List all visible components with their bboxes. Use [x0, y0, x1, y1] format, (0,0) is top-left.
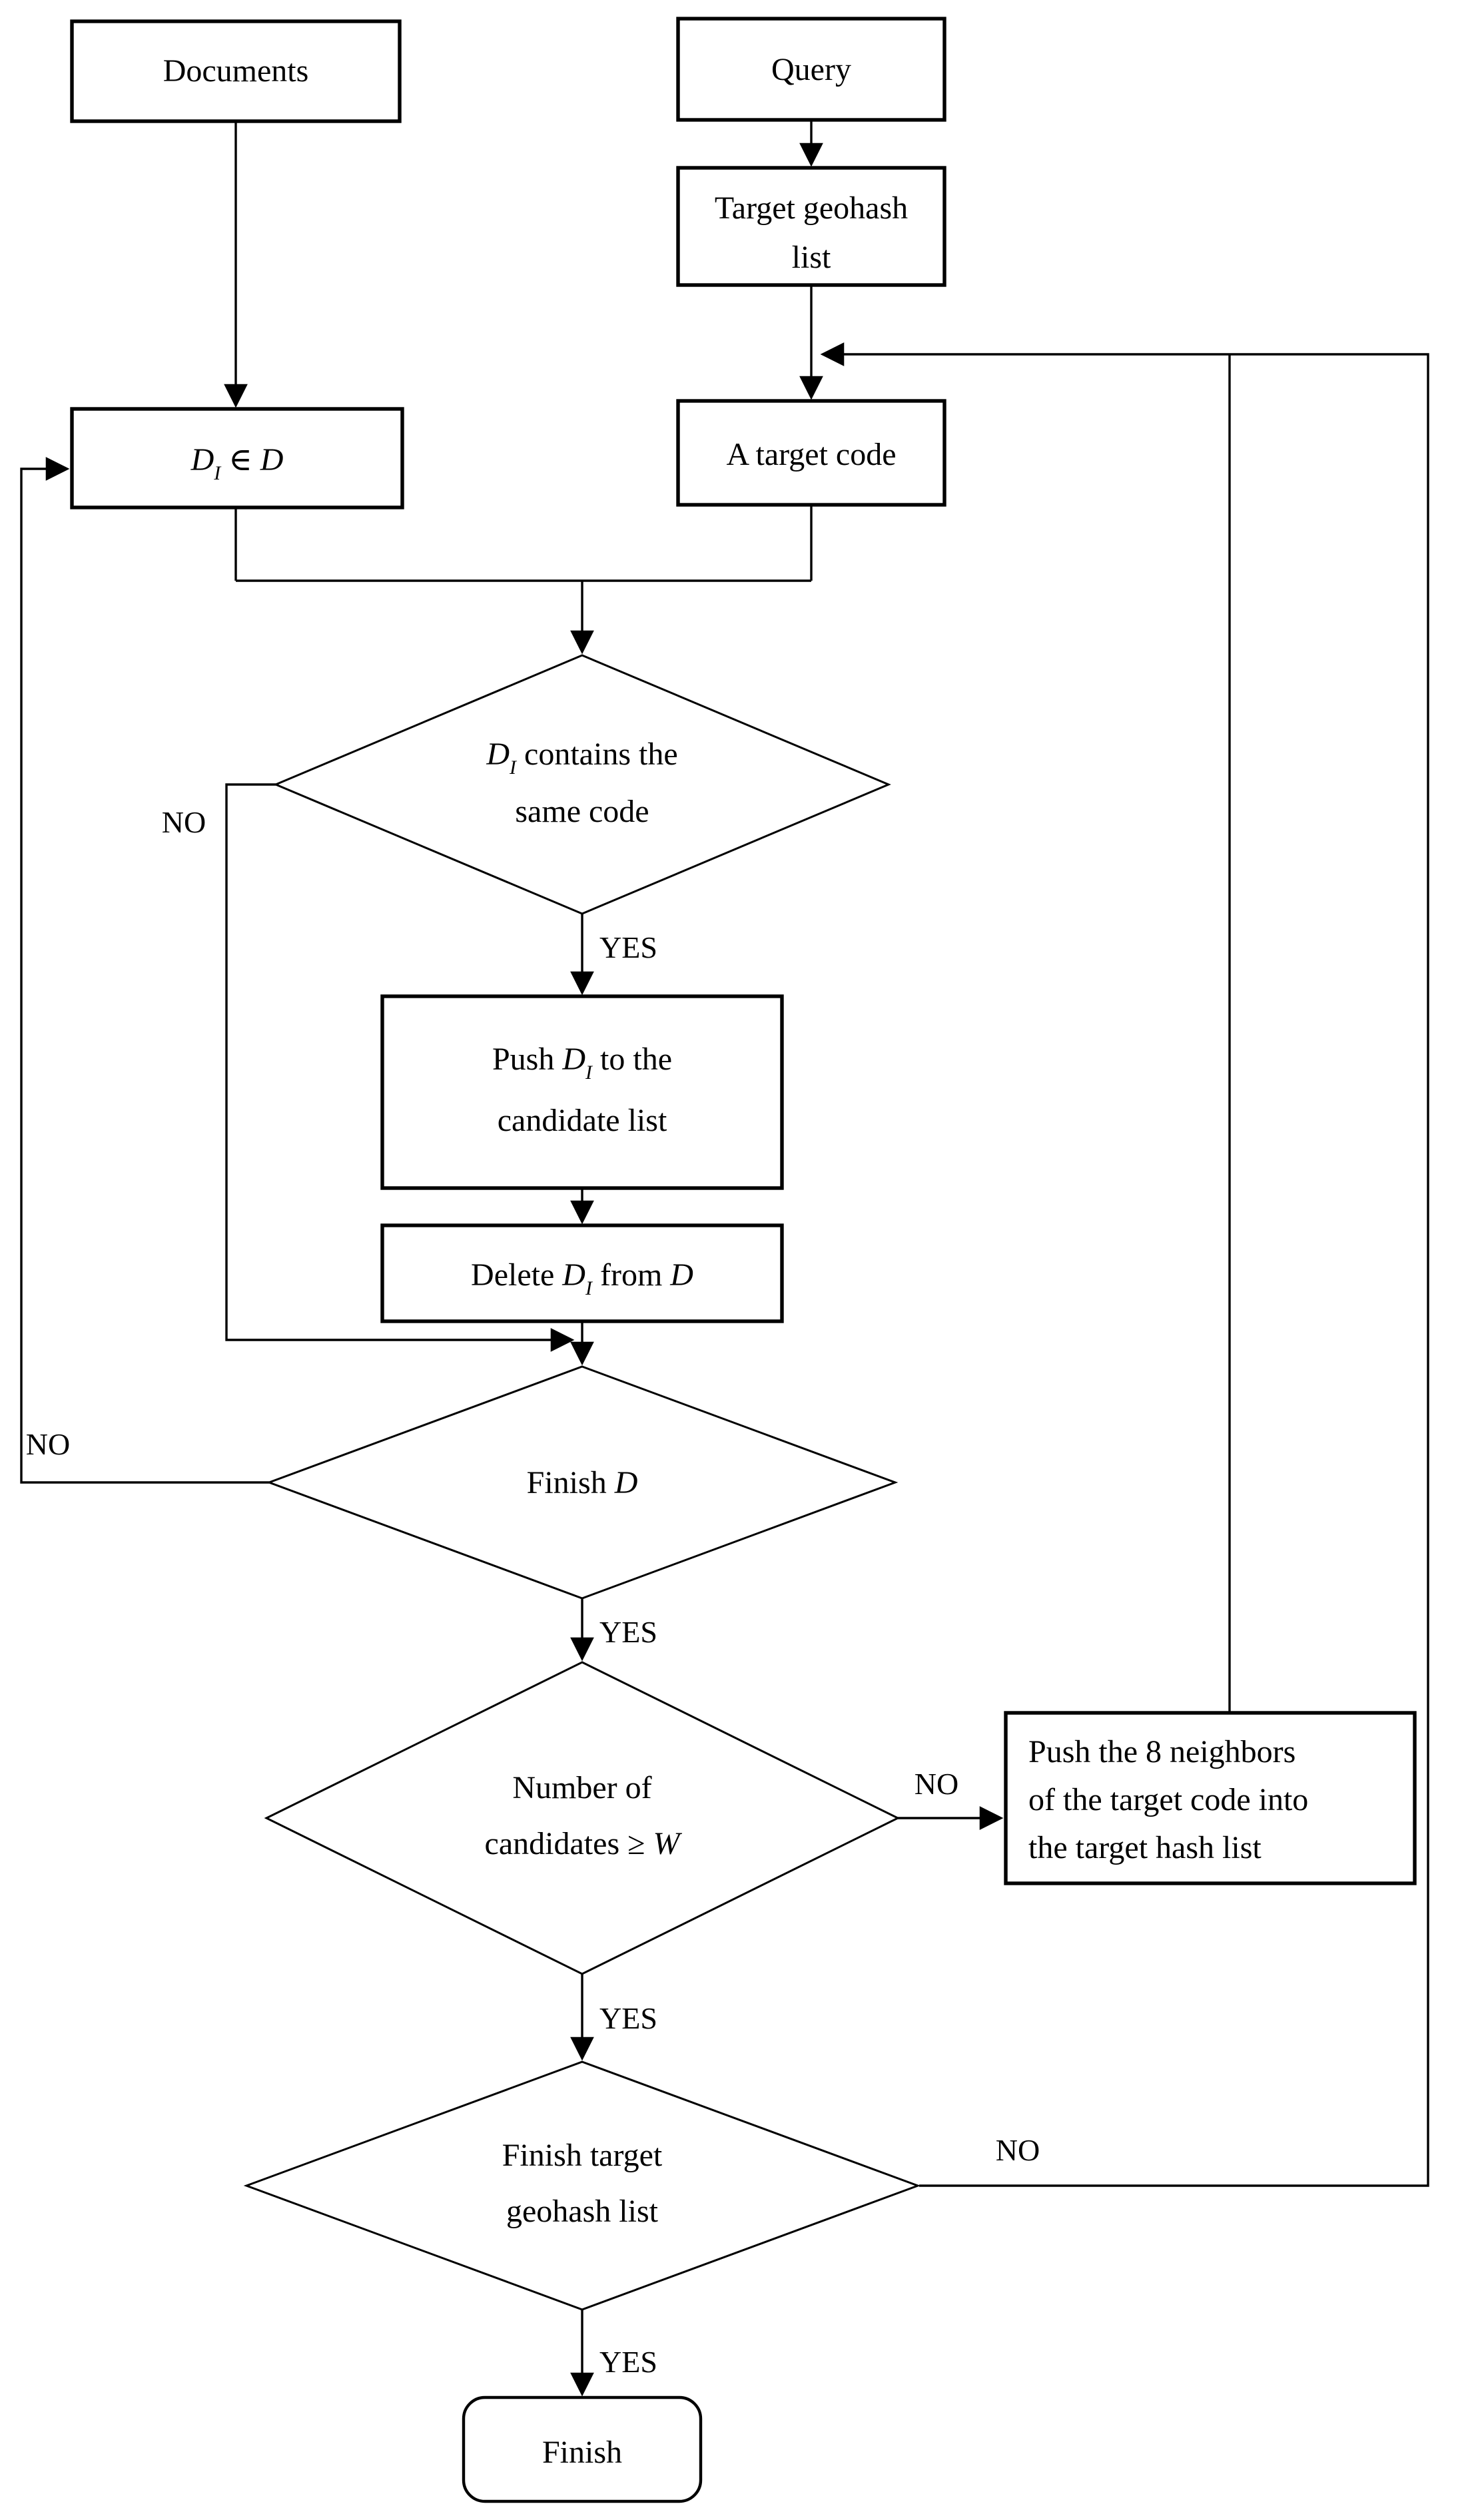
node-di-in-d: DI ∈ D	[70, 407, 404, 509]
query-box-shape	[676, 17, 946, 122]
delete-di-label-run: D	[561, 1257, 585, 1293]
di-in-d-label-run: I	[213, 462, 222, 484]
a-target-code-box-shape	[676, 399, 946, 507]
finish-target-label: geohash list	[506, 2194, 659, 2229]
delete-di-label-run: D	[669, 1257, 693, 1293]
node-query: Query	[676, 17, 946, 122]
push-8-neighbors-label: Push the 8 neighbors	[1028, 1734, 1295, 1769]
node-push-candidate: Push DI to the candidate list	[380, 994, 784, 1190]
edge-label-yes-4: YES	[599, 2345, 657, 2379]
edge-label-yes-3: YES	[599, 2001, 657, 2035]
delete-di-label-run: from	[592, 1257, 670, 1293]
node-di-contains: DI contains the same code	[273, 654, 891, 915]
edge-label-no-3: NO	[915, 1767, 958, 1801]
di-in-d-box-shape	[70, 407, 404, 509]
push-8-neighbors-label-run: the target hash list	[1028, 1830, 1262, 1865]
edge-label-yes-1: YES	[599, 930, 657, 964]
finish-d-diamond-shape	[266, 1365, 899, 1600]
delete-di-label-run: I	[585, 1277, 593, 1299]
di-in-d-label-run: ∈	[220, 442, 260, 477]
node-a-target-code: A target code	[676, 399, 946, 507]
edge-label-yes-2: YES	[599, 1615, 657, 1649]
di-contains-label: same code	[515, 794, 649, 829]
finish-terminal-shape	[462, 2395, 703, 2503]
node-documents: Documents	[70, 19, 402, 123]
di-contains-label-run: same code	[515, 794, 649, 829]
di-contains-label: DI contains the	[486, 737, 677, 779]
target-geohash-list-label: Target geohash	[715, 190, 908, 226]
num-candidates-label-run: W	[653, 1826, 682, 1861]
delete-di-box-shape	[380, 1223, 784, 1323]
delete-di-label-run: Delete	[471, 1257, 562, 1293]
query-label-run: Query	[771, 52, 851, 87]
push-candidate-label: Push DI to the	[492, 1042, 672, 1084]
delete-di-label: Delete DI from D	[471, 1257, 693, 1299]
finish-d-label-run: Finish	[527, 1465, 615, 1500]
edge-label-no-2: NO	[26, 1427, 70, 1461]
edge-finish-target-no	[820, 342, 1429, 2187]
node-delete-di: Delete DI from D	[380, 1223, 784, 1323]
target-geohash-list-box-shape	[676, 166, 946, 287]
push-candidate-label-run: Push	[492, 1042, 562, 1077]
edge-label-no-4: NO	[996, 2133, 1040, 2167]
num-candidates-label: Number of	[512, 1770, 651, 1805]
di-in-d-label-run: D	[190, 442, 214, 477]
push-8-neighbors-label-run: of the target code into	[1028, 1782, 1308, 1817]
push-8-neighbors-label: the target hash list	[1028, 1830, 1262, 1865]
di-in-d-label-run: D	[260, 442, 284, 477]
finish-target-label-run: Finish target	[502, 2138, 663, 2173]
edge-labels-layer: YES NO YES NO YES NO YES NO	[26, 805, 1040, 2379]
num-candidates-diamond-shape	[264, 1661, 901, 1975]
documents-box-shape	[70, 19, 402, 123]
a-target-code-label: A target code	[726, 437, 896, 472]
documents-label-run: Documents	[163, 53, 309, 89]
documents-label: Documents	[163, 53, 309, 89]
push-8-neighbors-label-run: Push the 8 neighbors	[1028, 1734, 1295, 1769]
di-contains-diamond-shape	[273, 654, 891, 915]
push-candidate-label-run: candidate list	[498, 1103, 667, 1138]
node-finish: Finish	[462, 2395, 703, 2503]
finish-target-diamond-shape	[243, 2060, 921, 2311]
num-candidates-label: candidates ≥ W	[485, 1826, 683, 1861]
push-candidate-label-run: D	[561, 1042, 585, 1077]
push-candidate-box-shape	[380, 994, 784, 1190]
target-geohash-list-label-run: list	[792, 240, 831, 275]
edge-di-contains-no	[225, 783, 575, 1352]
push-candidate-label-run: to the	[592, 1042, 672, 1077]
finish-target-label: Finish target	[502, 2138, 663, 2173]
finish-target-label-run: geohash list	[506, 2194, 659, 2229]
edges-layer	[20, 120, 1429, 2397]
edge-label-no-1: NO	[162, 805, 206, 839]
query-label: Query	[771, 52, 851, 87]
di-contains-label-run: contains the	[516, 737, 678, 772]
finish-d-label: Finish D	[527, 1465, 638, 1500]
push-8-neighbors-label: of the target code into	[1028, 1782, 1308, 1817]
di-contains-label-run: D	[486, 737, 510, 772]
finish-d-label-run: D	[614, 1465, 638, 1500]
finish-label-run: Finish	[542, 2435, 622, 2470]
node-finish-d: Finish D	[266, 1365, 899, 1600]
push-8-neighbors-box-shape	[1004, 1711, 1417, 1885]
push-candidate-label: candidate list	[498, 1103, 667, 1138]
di-in-d-label: DI ∈ D	[190, 442, 284, 484]
target-geohash-list-label: list	[792, 240, 831, 275]
di-contains-label-run: I	[509, 757, 518, 779]
finish-label: Finish	[542, 2435, 622, 2470]
node-push-8-neighbors: Push the 8 neighbors of the target code i…	[1004, 1711, 1417, 1885]
push-candidate-label-run: I	[585, 1062, 593, 1084]
node-target-geohash-list: Target geohash list	[676, 166, 946, 287]
a-target-code-label-run: A target code	[726, 437, 896, 472]
num-candidates-label-run: candidates ≥	[485, 1826, 653, 1861]
node-finish-target: Finish target geohash list	[243, 2060, 921, 2311]
num-candidates-label-run: Number of	[512, 1770, 651, 1805]
edge-finish-d-no	[20, 457, 269, 1484]
target-geohash-list-label-run: Target geohash	[715, 190, 908, 226]
node-num-candidates: Number of candidates ≥ W	[264, 1661, 901, 1975]
